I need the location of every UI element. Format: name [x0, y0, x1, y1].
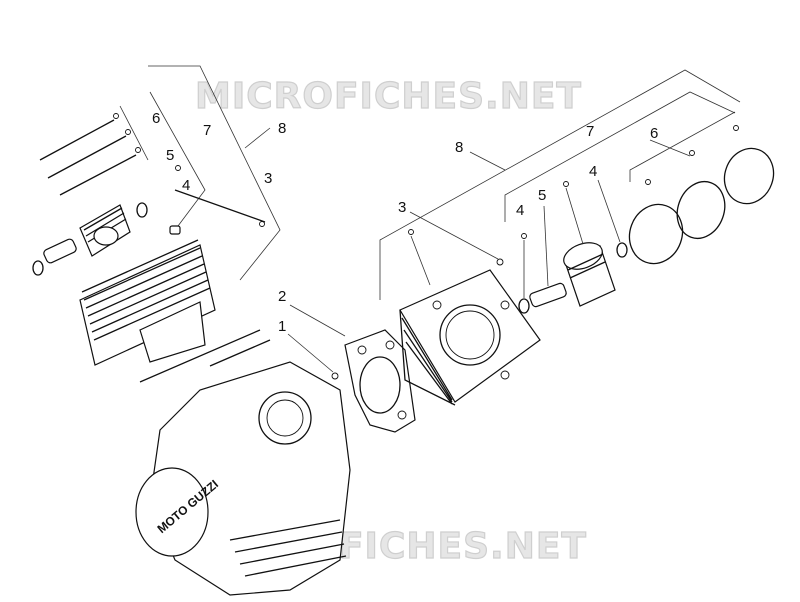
callout-6-right: 6: [650, 125, 658, 142]
piston-pin-left: [43, 238, 77, 264]
callout-1-left: 1: [278, 318, 286, 335]
bracket-8-left: [148, 65, 281, 281]
crankcase: MOTO GUZZI: [135, 361, 351, 596]
stud-left-2: [209, 339, 271, 367]
callout-2-left: 2: [278, 288, 286, 305]
callout-8-left: 8: [278, 120, 286, 137]
dowel-right: [496, 258, 504, 266]
callout-6-left: 6: [152, 110, 160, 127]
bracket-7-left: [149, 91, 206, 231]
callout-8-right: 8: [455, 139, 463, 156]
callout-7-right: 7: [586, 123, 594, 140]
bracket-7-right: [504, 91, 736, 222]
base-gasket: [344, 329, 416, 433]
right-assembly: 8 3 4 5 4 6 7: [379, 69, 775, 406]
piston-ring-right-2: [676, 180, 726, 240]
ring-dot-3: [135, 147, 141, 153]
piston-ring-right-3: [723, 147, 775, 205]
callout-4a-right: 4: [516, 202, 524, 219]
leader-3-left: [174, 189, 266, 223]
circlip-right-2: [616, 242, 628, 258]
piston-ring-2: [47, 135, 127, 179]
piston-ring-3: [59, 154, 137, 196]
piston-ring-right-1: [628, 203, 684, 265]
left-assembly: 6 7 8 5 4 3 2 1: [32, 65, 346, 383]
ring-dot-1: [113, 113, 119, 119]
circlip-right-1: [518, 298, 530, 314]
bracket-6-right: [629, 111, 736, 182]
circlip-left-2: [136, 202, 148, 218]
ring-dot-2: [125, 129, 131, 135]
dot-3-left: [259, 221, 265, 227]
watermark-top: MICROFICHES.NET: [195, 76, 582, 117]
callout-5-right: 5: [538, 187, 546, 204]
piston-ring-1: [39, 119, 115, 161]
bracket-8-right: [379, 69, 741, 300]
piston-pin-right: [529, 282, 567, 308]
cylinder-right: [399, 269, 541, 406]
piston-right: [563, 242, 616, 307]
circlip-left-1: [32, 260, 44, 276]
cylinder-left: [79, 239, 216, 366]
piston-left: [79, 204, 131, 257]
dot-4-left: [175, 165, 181, 171]
callout-4b-right: 4: [589, 163, 597, 180]
callout-3-left: 3: [264, 170, 272, 187]
cylinder-bore-base: [258, 391, 312, 445]
bracket-6-left: [119, 105, 149, 161]
dowel-left: [169, 225, 181, 235]
stud-left-1: [139, 329, 261, 383]
bolt-1: [331, 372, 339, 380]
callout-5-left: 5: [166, 147, 174, 164]
callout-4-left: 4: [182, 177, 190, 194]
oil-sump-fins: [229, 519, 347, 577]
callout-3-right: 3: [398, 199, 406, 216]
alternator-cover: [135, 467, 209, 557]
callout-7-left: 7: [203, 122, 211, 139]
